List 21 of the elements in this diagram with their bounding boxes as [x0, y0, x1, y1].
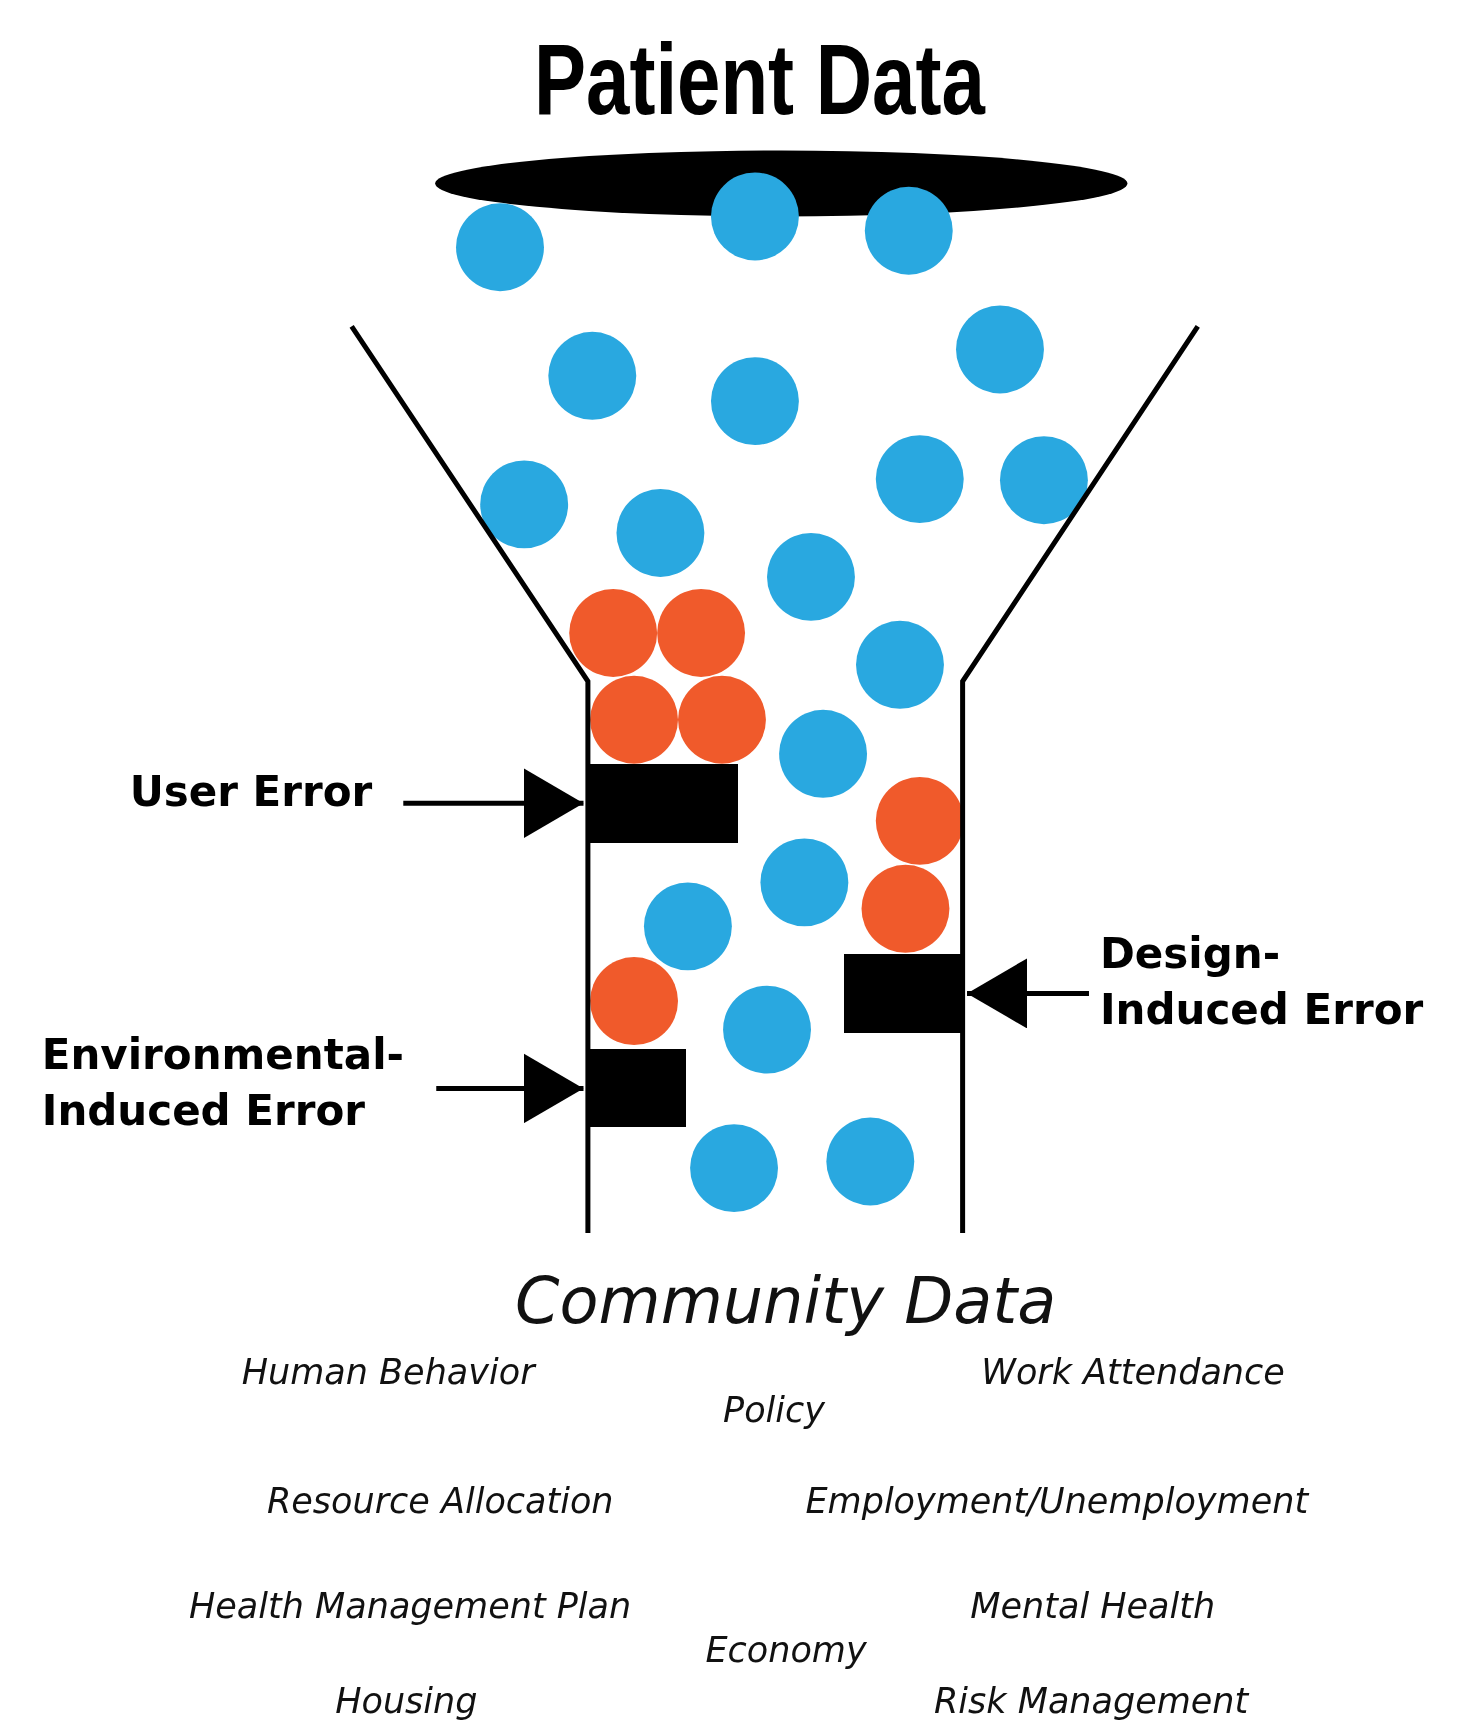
section-heading: Community Data	[515, 1263, 1057, 1338]
category-label: Economy	[705, 1629, 867, 1670]
error-label: Environmental-Induced Error	[41, 1027, 421, 1140]
category-label: Employment/Unemployment	[805, 1481, 1309, 1522]
blocking-bar	[843, 953, 963, 1033]
category-label: Housing	[335, 1681, 478, 1722]
category-label: Resource Allocation	[267, 1481, 614, 1522]
error-label: User Error	[129, 763, 388, 820]
blocking-bar	[587, 1049, 686, 1128]
blocking-bar	[587, 763, 739, 843]
arrow	[436, 1053, 584, 1124]
category-label: Policy	[723, 1390, 825, 1431]
category-label: Human Behavior	[241, 1351, 535, 1392]
category-label: Risk Management	[934, 1681, 1249, 1722]
arrow	[967, 958, 1089, 1029]
title: Patient Data	[534, 24, 985, 135]
category-label: Work Attendance	[981, 1351, 1285, 1392]
error-label: Design-Induced Error	[1099, 926, 1452, 1039]
arrow	[403, 768, 584, 839]
category-label: Mental Health	[970, 1585, 1216, 1626]
category-label: Health Management Plan	[189, 1585, 632, 1626]
